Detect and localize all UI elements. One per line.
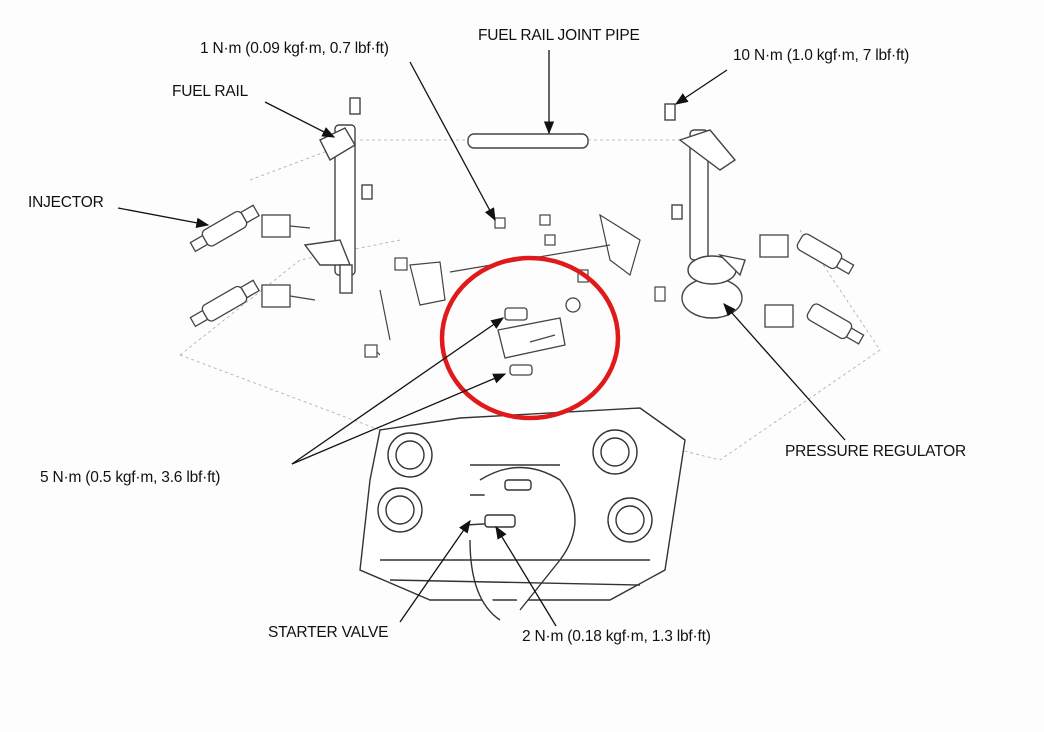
label-fuel-rail: FUEL RAIL (172, 83, 249, 100)
label-fuel-rail-joint-pipe: FUEL RAIL JOINT PIPE (478, 27, 640, 44)
label-starter-valve: STARTER VALVE (268, 624, 389, 641)
label-torque-2nm: 2 N·m (0.18 kgf·m, 1.3 lbf·ft) (522, 628, 711, 645)
highlight-circle (439, 255, 621, 421)
fuel-rail-joint-pipe (467, 133, 589, 149)
label-injector: INJECTOR (28, 194, 104, 211)
label-torque-10nm: 10 N·m (1.0 kgf·m, 7 lbf·ft) (733, 47, 910, 64)
small-parts (364, 213, 666, 358)
starter-valve-assembly (497, 297, 581, 376)
label-torque-1nm: 1 N·m (0.09 kgf·m, 0.7 lbf·ft) (200, 40, 389, 57)
left-injectors (189, 204, 316, 328)
label-pressure-regulator: PRESSURE REGULATOR (785, 443, 967, 460)
intake-manifold (359, 407, 686, 621)
right-fuel-rail (664, 103, 746, 319)
leader-lines (117, 50, 846, 627)
label-torque-5nm: 5 N·m (0.5 kgf·m, 3.6 lbf·ft) (40, 469, 221, 486)
right-injectors (759, 233, 865, 345)
